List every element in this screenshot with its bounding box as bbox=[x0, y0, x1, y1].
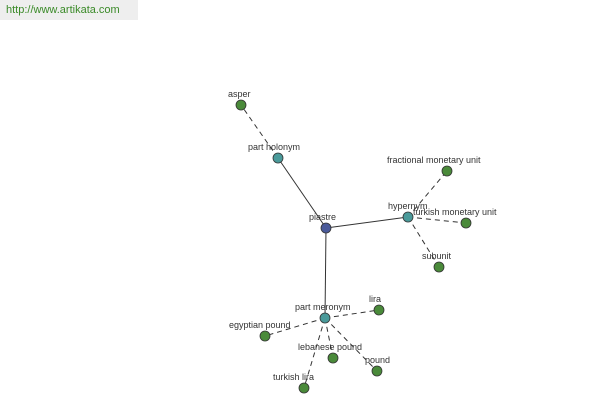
edge-part-meronym-to-pound bbox=[324, 317, 378, 372]
node-egyptian-pound[interactable] bbox=[259, 330, 271, 342]
source-url-link[interactable]: http://www.artikata.com bbox=[0, 0, 138, 20]
node-lebanese-pound[interactable] bbox=[327, 352, 339, 364]
edge-hypernym-to-fractional-monetary-unit bbox=[407, 170, 448, 218]
node-part-meronym[interactable] bbox=[319, 312, 331, 324]
edge-part-meronym-to-lira bbox=[324, 309, 380, 319]
node-part-holonym[interactable] bbox=[272, 152, 284, 164]
node-fractional-monetary-unit[interactable] bbox=[441, 165, 453, 177]
edge-part-meronym-to-turkish-lira bbox=[303, 317, 326, 389]
edge-part-holonym-to-asper bbox=[240, 104, 279, 159]
edge-piastre-to-hypernym bbox=[325, 216, 409, 229]
node-hypernym[interactable] bbox=[402, 211, 414, 223]
node-subunit[interactable] bbox=[433, 261, 445, 273]
edge-part-meronym-to-egyptian-pound bbox=[264, 317, 326, 337]
labels-layer: piastre part holonym hypernym part meronym a… bbox=[228, 89, 497, 382]
node-label-asper: asper bbox=[228, 89, 251, 99]
node-label-part-holonym: part holonym bbox=[248, 142, 300, 152]
node-turkish-lira[interactable] bbox=[298, 382, 310, 394]
node-piastre[interactable] bbox=[320, 222, 332, 234]
node-label-subunit: subunit bbox=[422, 251, 452, 261]
node-lira[interactable] bbox=[373, 304, 385, 316]
edge-hypernym-to-turkish-monetary-unit bbox=[407, 216, 467, 224]
node-label-turkish-monetary-unit: turkish monetary unit bbox=[413, 207, 497, 217]
edges-layer bbox=[240, 104, 467, 389]
node-label-lira: lira bbox=[369, 294, 381, 304]
edge-piastre-to-part-meronym bbox=[324, 227, 327, 319]
node-label-egyptian-pound: egyptian pound bbox=[229, 320, 291, 330]
edge-part-meronym-to-lebanese-pound bbox=[324, 317, 334, 359]
edge-hypernym-to-subunit bbox=[407, 216, 440, 268]
nodes-layer bbox=[235, 99, 472, 394]
node-label-fractional-monetary-unit: fractional monetary unit bbox=[387, 155, 481, 165]
node-turkish-monetary-unit[interactable] bbox=[460, 217, 472, 229]
node-label-hypernym: hypernym bbox=[388, 201, 428, 211]
node-label-part-meronym: part meronym bbox=[295, 302, 351, 312]
node-label-lebanese-pound: lebanese pound bbox=[298, 342, 362, 352]
node-label-turkish-lira: turkish lira bbox=[273, 372, 314, 382]
node-label-pound: pound bbox=[365, 355, 390, 365]
edge-piastre-to-part-holonym bbox=[277, 157, 327, 229]
node-label-piastre: piastre bbox=[309, 212, 336, 222]
node-asper[interactable] bbox=[235, 99, 247, 111]
node-pound[interactable] bbox=[371, 365, 383, 377]
